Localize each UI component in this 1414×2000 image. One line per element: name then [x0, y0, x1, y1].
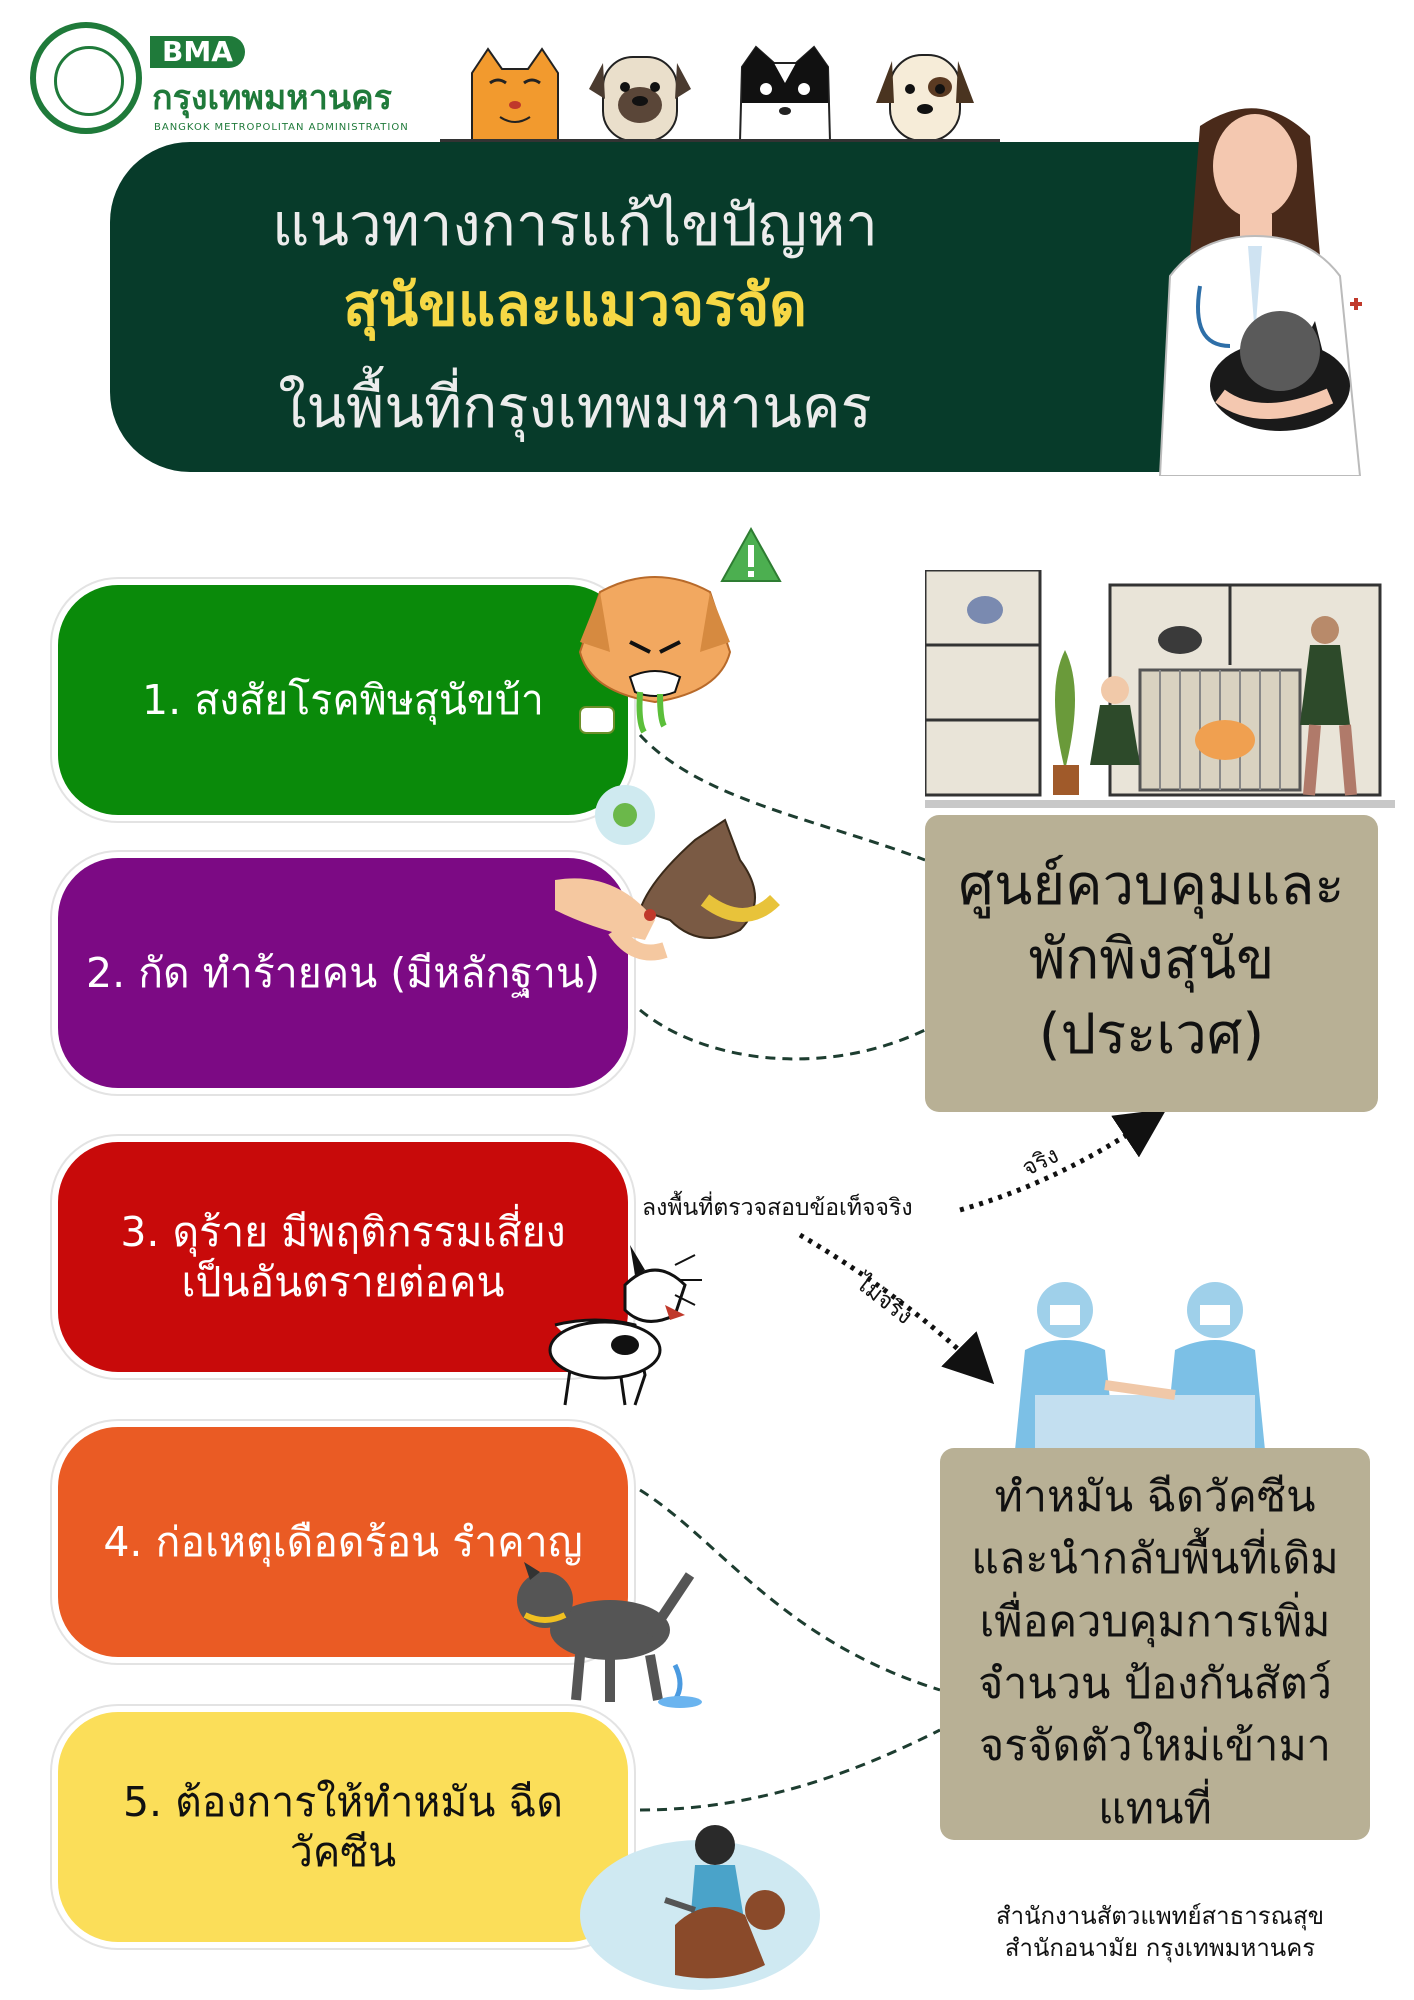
surgeons-illustration [1015, 1282, 1265, 1450]
sterilize-line-2: และนำกลับพื้นที่เดิม [971, 1534, 1339, 1585]
logo-thai-name: กรุงเทพมหานคร [152, 78, 393, 118]
bma-logo: BMA กรุงเทพมหานคร BANGKOK METROPOLITAN A… [30, 22, 430, 142]
title-line-2: สุนัขและแมวจรจัด [343, 271, 807, 339]
footer-line-1: สำนักงานสัตวแพทย์สาธารณสุข [995, 1902, 1324, 1930]
spotted-dog-icon [876, 54, 974, 142]
title-line-1: แนวทางการแก้ไขปัญหา [272, 191, 878, 259]
case-aggressive-behavior: 3. ดุร้าย มีพฤติกรรมเสี่ยง เป็นอันตรายต่… [58, 1142, 628, 1372]
rabid-dog-icon [578, 576, 732, 734]
veterinarian-holding-cat-icon [1158, 108, 1362, 476]
pug-dog-icon [589, 56, 691, 142]
warning-icon [720, 526, 782, 582]
case-1-label: 1. สงสัยโรคพิษสุนัขบ้า [142, 675, 544, 724]
sterilize-outcome-box: ทำหมัน ฉีดวัคซีน และนำกลับพื้นที่เดิม เพ… [940, 1448, 1370, 1840]
footer-credit: สำนักงานสัตวแพทย์สาธารณสุข สำนักอนามัย ก… [960, 1900, 1360, 1965]
bma-seal-icon [30, 22, 142, 134]
biting-dog-icon [555, 785, 780, 961]
peeing-dog-icon [517, 1562, 702, 1708]
sterilize-line-4: จำนวน ป้องกันสัตว์ [978, 1659, 1332, 1710]
case-5-label: 5. ต้องการให้ทำหมัน ฉีดวัคซีน [122, 1777, 564, 1876]
title-line-3: ในพื้นที่กรุงเทพมหานคร [278, 373, 872, 441]
animal-shelter-illustration [925, 570, 1395, 808]
pet-faces-illustration [440, 38, 1000, 143]
logo-english-name: BANGKOK METROPOLITAN ADMINISTRATION [154, 122, 409, 133]
shelter-line-2: พักพิงสุนัข [1028, 927, 1275, 993]
vaccination-illustration [580, 1825, 820, 1990]
barking-dog-icon [548, 1245, 702, 1406]
case-bite-attack: 2. กัด ทำร้ายคน (มีหลักฐาน) [58, 858, 628, 1088]
sterilize-line-5: จรจัดตัวใหม่เข้ามา [979, 1721, 1331, 1772]
shelter-outcome-box: ศูนย์ควบคุมและ พักพิงสุนัข (ประเวศ) [925, 815, 1378, 1112]
case-request-sterilization: 5. ต้องการให้ทำหมัน ฉีดวัคซีน [58, 1712, 628, 1942]
shelter-line-3: (ประเวศ) [1038, 1001, 1265, 1067]
case-2-label: 2. กัด ทำร้ายคน (มีหลักฐาน) [86, 948, 600, 997]
sterilize-line-6: แทนที่ [1098, 1783, 1212, 1834]
case-4-label: 4. ก่อเหตุเดือดร้อน รำคาญ [103, 1517, 583, 1566]
footer-line-2: สำนักอนามัย กรุงเทพมหานคร [1004, 1934, 1316, 1963]
check-facts-label: ลงพื้นที่ตรวจสอบข้อเท็จจริง [642, 1195, 913, 1221]
sterilize-line-1: ทำหมัน ฉีดวัคซีน [994, 1472, 1316, 1522]
sterilize-line-3: เพื่อควบคุมการเพิ่ม [979, 1596, 1331, 1647]
case-suspected-rabies: 1. สงสัยโรคพิษสุนัขบ้า [58, 585, 628, 815]
shelf-line [440, 139, 1000, 143]
shelter-line-1: ศูนย์ควบคุมและ [958, 853, 1345, 918]
title-banner [110, 142, 1240, 472]
logo-abbreviation: BMA [150, 36, 245, 68]
black-white-cat-icon [738, 45, 832, 142]
case-3-label: 3. ดุร้าย มีพฤติกรรมเสี่ยง เป็นอันตรายต่… [120, 1207, 566, 1306]
orange-cat-icon [471, 47, 559, 142]
